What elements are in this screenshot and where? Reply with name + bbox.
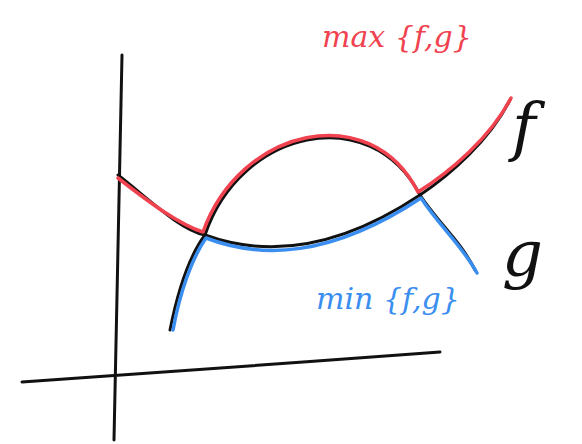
x-axis <box>22 352 440 382</box>
min-label: min {f,g} <box>316 284 460 314</box>
min-curve <box>173 198 477 330</box>
y-axis <box>114 55 122 440</box>
curve-g <box>118 100 510 247</box>
g-label: g <box>502 222 543 286</box>
curve-f <box>170 138 475 330</box>
max-label: max {f,g} <box>322 22 472 52</box>
f-label: f <box>512 95 536 159</box>
max-curve <box>118 98 511 232</box>
